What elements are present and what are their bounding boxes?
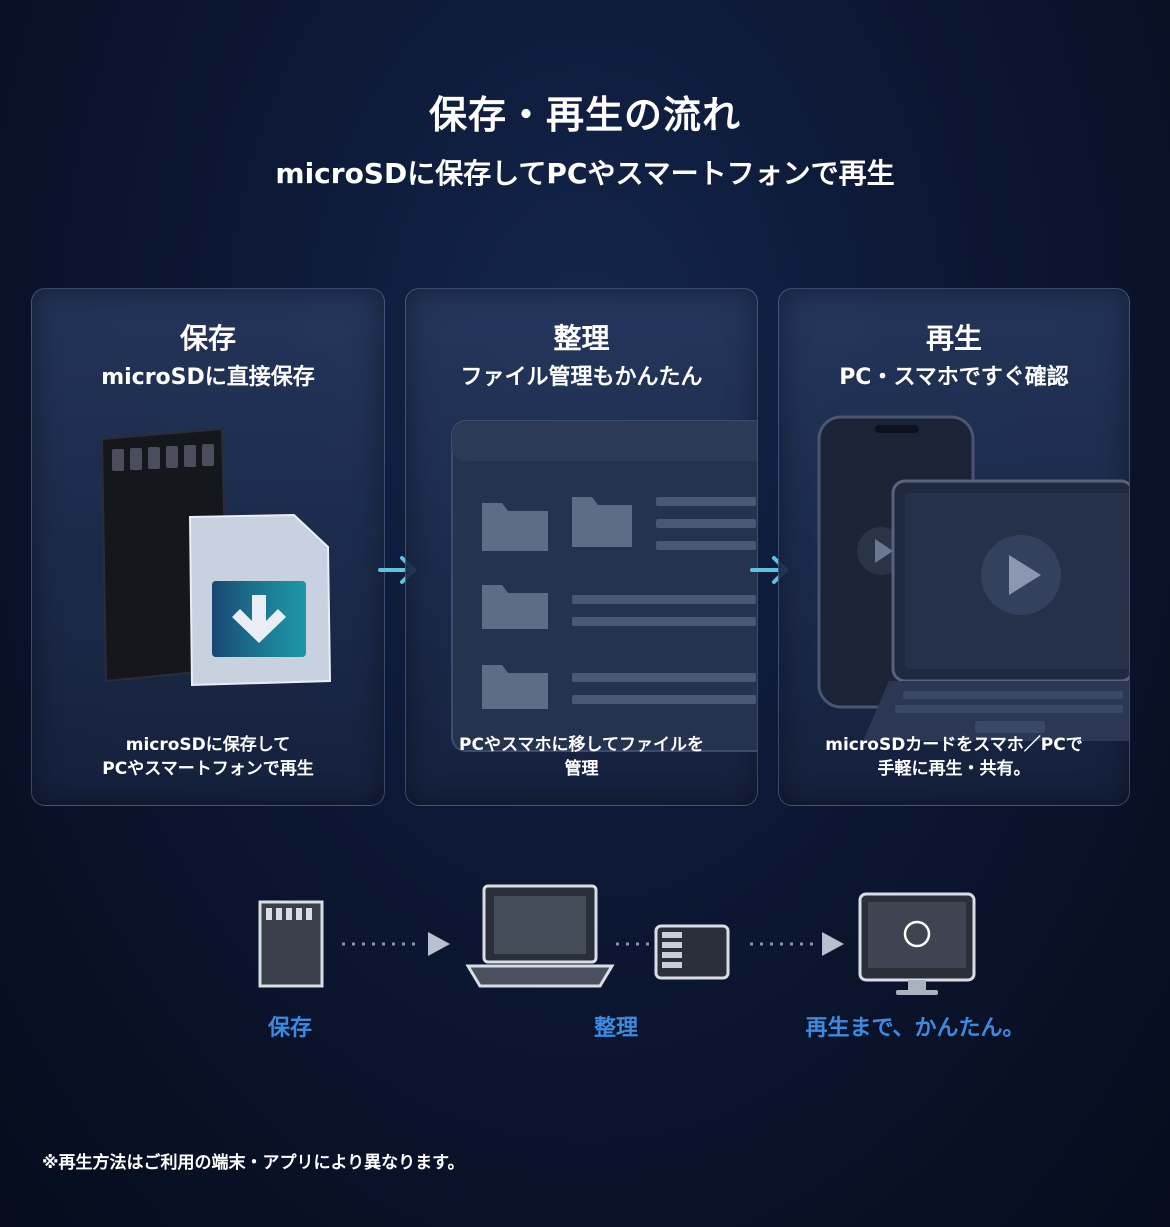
sd-card-illustration bbox=[100, 427, 332, 687]
desc-line: 手軽に再生・共有。 bbox=[877, 759, 1031, 779]
playback-illustration bbox=[817, 415, 1129, 741]
desc-line: PCやスマートフォンで再生 bbox=[102, 759, 314, 779]
download-icon bbox=[232, 595, 286, 643]
card-subtitle: ファイル管理もかんたん bbox=[460, 365, 703, 390]
card-title: 保存 bbox=[179, 322, 236, 355]
folder-icon bbox=[482, 503, 548, 551]
flow-label-save: 保存 bbox=[267, 1016, 312, 1041]
sd-card-icon bbox=[258, 900, 324, 988]
desc-line: 管理 bbox=[564, 759, 599, 779]
monitor-icon bbox=[858, 892, 976, 995]
arrow-right-icon bbox=[428, 932, 450, 956]
card-organize: 整理 ファイル管理もかんたん PCやスマホに移してファイルを 管理 bbox=[405, 288, 758, 806]
desc-line: microSDカードをスマホ／PCで bbox=[825, 735, 1083, 755]
card-subtitle: microSDに直接保存 bbox=[101, 365, 315, 390]
page-subtitle: microSDに保存してPCやスマートフォンで再生 bbox=[275, 157, 895, 190]
footnote: ※再生方法はご利用の端末・アプリにより異なります。 bbox=[42, 1153, 465, 1173]
file-manager-illustration bbox=[451, 420, 757, 752]
desc-line: microSDに保存して bbox=[125, 735, 291, 755]
flow-label-play: 再生まで、かんたん。 bbox=[805, 1016, 1025, 1041]
file-list-icon bbox=[654, 924, 730, 980]
card-description: microSDカードをスマホ／PCで 手軽に再生・共有。 bbox=[779, 733, 1129, 781]
arrow-right-icon bbox=[822, 932, 844, 956]
card-play: 再生 PC・スマホですぐ確認 microSDカードをスマホ／PCで 手軽に再生・… bbox=[778, 288, 1130, 806]
card-save: 保存 microSDに直接保存 microSDに保存して PCやスマートフォンで… bbox=[31, 288, 385, 806]
laptop-icon bbox=[465, 884, 615, 988]
card-subtitle: PC・スマホですぐ確認 bbox=[839, 365, 1069, 390]
flow-label-organize: 整理 bbox=[593, 1016, 638, 1041]
card-description: PCやスマホに移してファイルを 管理 bbox=[406, 733, 757, 781]
card-description: microSDに保存して PCやスマートフォンで再生 bbox=[32, 733, 384, 781]
card-title: 再生 bbox=[925, 322, 982, 355]
play-icon bbox=[1009, 555, 1041, 595]
page-title: 保存・再生の流れ bbox=[428, 93, 741, 137]
desc-line: PCやスマホに移してファイルを bbox=[459, 735, 704, 755]
card-title: 整理 bbox=[553, 322, 610, 355]
flow-diagram bbox=[258, 884, 976, 995]
